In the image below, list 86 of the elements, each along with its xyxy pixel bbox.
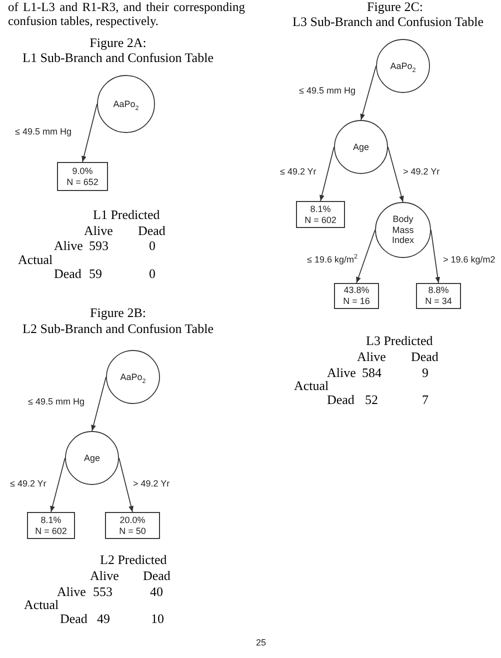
row-heading: Dead [54,266,82,282]
figure-number: Figure 2A: [90,36,146,50]
arrow [320,146,334,202]
figure-title: L1 Sub-Branch and Confusion Table [22,50,214,66]
body-text: of L1-L3 and R1-R3, and their corresponding confusion tables, respectively. [8,0,245,28]
split-node-circle [376,39,430,93]
row-heading: Dead [327,392,354,408]
figure-title: L2 Sub-Branch and Confusion Table [22,322,214,336]
count-value: 49 [97,612,110,626]
node-label: AaPo$_{2}$ [113,98,139,110]
count-value: 0 [149,266,156,282]
row-heading: Alive [327,366,356,380]
figure-title: L3 Sub-Branch and Confusion Table [292,14,484,30]
edge-label: ≤ 19.6 kg/m$^{2}$ [307,254,358,266]
node-label: AaPo$_{2}$ [120,372,146,382]
column-heading: Dead [138,224,166,238]
count-value: 52 [365,392,378,408]
table-heading: L2 Predicted [100,552,167,568]
count-value: 40 [150,584,163,600]
row-heading: Alive [54,238,83,254]
row-heading: Dead [60,612,88,626]
page-number: 25 [256,638,266,648]
split-node-circle [334,120,388,174]
split-node-circle [65,431,119,485]
table-heading: Actual [294,378,329,394]
count-value: 584 [362,366,382,380]
node-label: Age [84,452,100,464]
column-heading: Alive [84,224,113,238]
count-value: 10 [151,612,164,626]
sample-size: N = 602 [35,526,67,536]
count-value: 0 [149,238,156,254]
sample-size: N = 34 [425,296,452,307]
column-heading: Dead [411,350,438,364]
arrow [82,104,98,162]
node-label: AaPo$_{2}$ [390,60,416,72]
edge-label: ≤ 49.5 mm Hg [299,86,356,96]
column-heading: Dead [143,568,170,584]
arrow [50,458,66,512]
count-value: 593 [89,238,108,254]
sample-size: N = 652 [66,176,98,188]
edge-label: ≤ 49.2 Yr [10,478,46,490]
count-value: 9 [422,366,428,380]
arrow [388,146,404,202]
edge-label: ≤ 49.5 mm Hg [15,126,72,138]
count-value: 7 [422,392,428,408]
leaf-node-box [105,512,160,539]
leaf-node-box [416,283,461,309]
arrow [91,376,106,432]
percentage-value: 8.1% [310,204,331,214]
edge-label: ≤ 49.5 mm Hg [28,396,84,408]
percentage-value: 43.8% [344,285,370,296]
arrow [360,66,376,120]
leaf-node-box [296,201,345,228]
leaf-node-box [57,162,108,191]
edge-label: > 49.2 Yr [403,166,440,178]
count-value: 59 [89,266,102,282]
sample-size: N = 602 [304,214,336,226]
arrow [356,230,376,284]
table-heading: Actual [18,252,53,268]
figure-number: Figure 2C: [367,0,423,14]
node-label: Body Mass Index [390,214,416,246]
edge-label: ≤ 49.2 Yr [280,166,316,178]
edge-label: > 49.2 Yr [133,478,170,490]
split-node-circle [375,202,431,258]
node-label: Age [352,142,369,152]
row-heading: Alive [57,584,86,600]
sample-size: N = 16 [343,296,370,307]
percentage-value: 8.8% [428,285,449,296]
table-heading: Actual [24,598,59,612]
edge-label: > 19.6 kg/m2 [443,254,496,266]
split-node-circle [97,75,155,133]
count-value: 553 [93,584,112,600]
column-heading: Alive [357,350,386,364]
column-heading: Alive [90,568,119,584]
sample-size: N = 50 [119,526,146,536]
percentage-value: 9.0% [72,166,93,176]
table-heading: L3 Predicted [366,334,433,348]
arrow [118,458,134,512]
figure-number: Figure 2B: [90,306,146,320]
leaf-node-box [334,283,379,309]
percentage-value: 20.0% [120,514,146,526]
percentage-value: 8.1% [40,514,62,526]
table-heading: L1 Predicted [93,208,160,222]
leaf-node-box [27,512,75,539]
arrow [430,230,440,284]
split-node-circle [106,350,160,404]
